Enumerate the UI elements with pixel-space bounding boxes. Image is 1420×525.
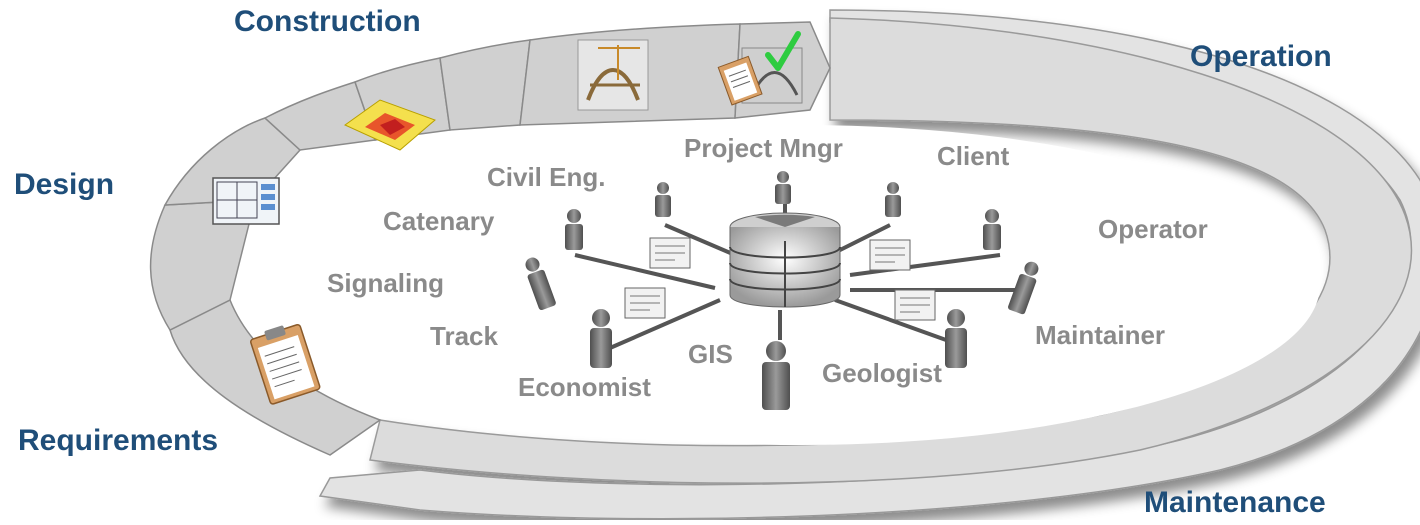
person-icon — [775, 171, 791, 204]
document-icon — [894, 289, 936, 321]
clipboard-icon — [250, 323, 321, 405]
person-icon — [655, 182, 671, 217]
phase-operation: Operation — [1190, 40, 1332, 73]
role-project-mngr: Project Mngr — [684, 133, 843, 163]
person-icon — [885, 182, 901, 217]
phase-requirements: Requirements — [18, 424, 219, 457]
role-civil-eng: Civil Eng. — [487, 162, 605, 192]
role-gis: GIS — [688, 339, 733, 369]
phase-maintenance: Maintenance — [1144, 486, 1326, 519]
role-client: Client — [937, 141, 1010, 171]
person-icon — [1008, 261, 1039, 315]
role-track: Track — [430, 321, 498, 351]
checkmark-icon — [765, 31, 801, 71]
segment-6 — [439, 39, 531, 131]
person-icon — [590, 309, 612, 368]
phase-construction: Construction — [234, 5, 421, 38]
role-signaling: Signaling — [327, 268, 444, 298]
person-icon — [945, 309, 967, 368]
role-geologist: Geologist — [822, 358, 942, 388]
person-icon — [525, 257, 556, 311]
document-icon — [624, 287, 666, 319]
role-catenary: Catenary — [383, 206, 495, 236]
person-icon — [762, 341, 790, 410]
blueprint-icon — [212, 177, 280, 225]
bridge-icon — [577, 39, 649, 111]
person-icon — [565, 209, 583, 250]
heatmap-model-icon — [344, 99, 436, 151]
role-operator: Operator — [1098, 214, 1208, 244]
person-icon — [983, 209, 1001, 250]
role-economist: Economist — [518, 372, 651, 402]
role-maintainer: Maintainer — [1035, 320, 1165, 350]
document-icon — [869, 239, 911, 271]
document-icon — [649, 237, 691, 269]
phase-design: Design — [14, 168, 115, 201]
database-icon — [729, 212, 841, 308]
